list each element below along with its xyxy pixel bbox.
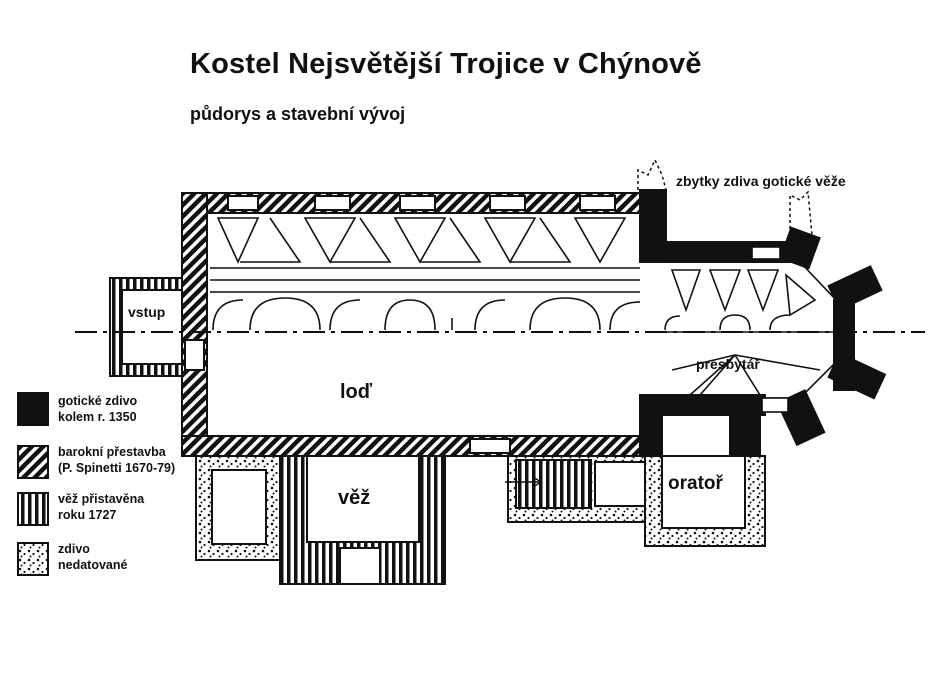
legend-swatch-gothic xyxy=(17,392,49,426)
legend-swatch-undated xyxy=(17,542,49,576)
legend-swatches xyxy=(17,392,49,576)
presbytery-vault xyxy=(662,246,837,413)
legend-item-baroque: barokní přestavba (P. Spinetti 1670-79) xyxy=(58,445,176,475)
tower-block xyxy=(279,455,446,585)
nave-walls xyxy=(181,192,643,457)
stair-arrow xyxy=(505,476,543,488)
undated-annex-left xyxy=(195,455,281,561)
label-tower-remains: zbytky zdiva gotické věže xyxy=(676,173,846,189)
page-title: Kostel Nejsvětější Trojice v Chýnově xyxy=(190,48,702,80)
tower-remains-sketch xyxy=(637,158,813,236)
oratory-block xyxy=(644,455,766,547)
legend-swatch-baroque xyxy=(17,445,49,479)
legend-swatch-tower xyxy=(17,492,49,526)
nave-vault xyxy=(210,217,641,331)
label-nave: loď xyxy=(340,381,373,403)
label-tower: věž xyxy=(338,487,371,509)
gothic-walls xyxy=(639,189,887,461)
label-presbytery: presbytář xyxy=(696,356,760,372)
legend-item-gothic: gotické zdivo kolem r. 1350 xyxy=(58,394,138,424)
entrance-annex xyxy=(109,277,183,377)
label-oratory: oratoř xyxy=(668,473,723,494)
legend-item-tower: věž přistavěna roku 1727 xyxy=(58,492,145,522)
label-entrance: vstup xyxy=(128,304,166,320)
page-subtitle: půdorys a stavební vývoj xyxy=(190,104,406,124)
undated-annex-right xyxy=(507,455,659,523)
legend-item-undated: zdivo nedatované xyxy=(58,542,128,572)
